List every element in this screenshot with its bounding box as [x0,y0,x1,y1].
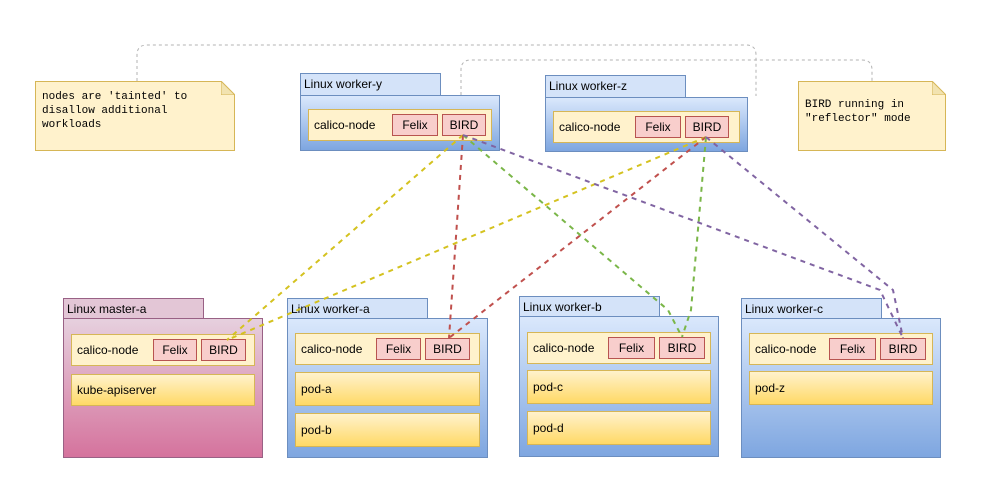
tainted-note-text: nodes are 'tainted' to disallow addition… [42,91,188,131]
felix-worker-z: Felix [635,116,681,138]
felix-master-a: Felix [153,339,197,361]
node-worker-y-title: Linux worker-y [300,73,441,96]
tainted-note-fold [221,81,235,95]
node-worker-a-title: Linux worker-a [287,298,428,319]
pod-d-box: pod-d [527,411,711,445]
pod-c-box: pod-c [527,370,711,404]
bird-worker-z: BIRD [685,116,729,138]
calico-node-label: calico-node [301,342,363,356]
reflector-note: BIRD running in "reflector" mode [798,81,946,151]
node-master-a-title: Linux master-a [63,298,204,319]
bird-worker-y: BIRD [442,114,486,136]
bird-worker-b: BIRD [659,337,705,359]
felix-worker-c: Felix [829,338,876,360]
felix-worker-a: Felix [376,338,421,360]
kube-apiserver-box: kube-apiserver [71,374,255,406]
peer-worker-a-to-worker-y [448,134,464,339]
calico-node-label: calico-node [314,118,376,132]
tainted-note: nodes are 'tainted' to disallow addition… [35,81,235,151]
calico-node-label: calico-node [77,343,139,357]
reflector-note-fold [932,81,946,95]
pod-z-box: pod-z [749,371,933,405]
reflector-note-text: BIRD running in "reflector" mode [805,99,911,125]
bird-worker-c: BIRD [880,338,926,360]
felix-worker-y: Felix [392,114,438,136]
calico-node-label: calico-node [559,120,621,134]
node-worker-b-title: Linux worker-b [519,296,660,317]
pod-a-box: pod-a [295,372,480,406]
node-worker-z-title: Linux worker-z [545,75,686,98]
felix-worker-b: Felix [608,337,655,359]
node-worker-c-title: Linux worker-c [741,298,882,319]
pod-b-box: pod-b [295,413,480,447]
bird-worker-a: BIRD [425,338,470,360]
calico-node-label: calico-node [755,342,817,356]
bird-master-a: BIRD [201,339,246,361]
calico-node-label: calico-node [533,341,595,355]
peer-worker-b-to-worker-z [681,136,707,338]
